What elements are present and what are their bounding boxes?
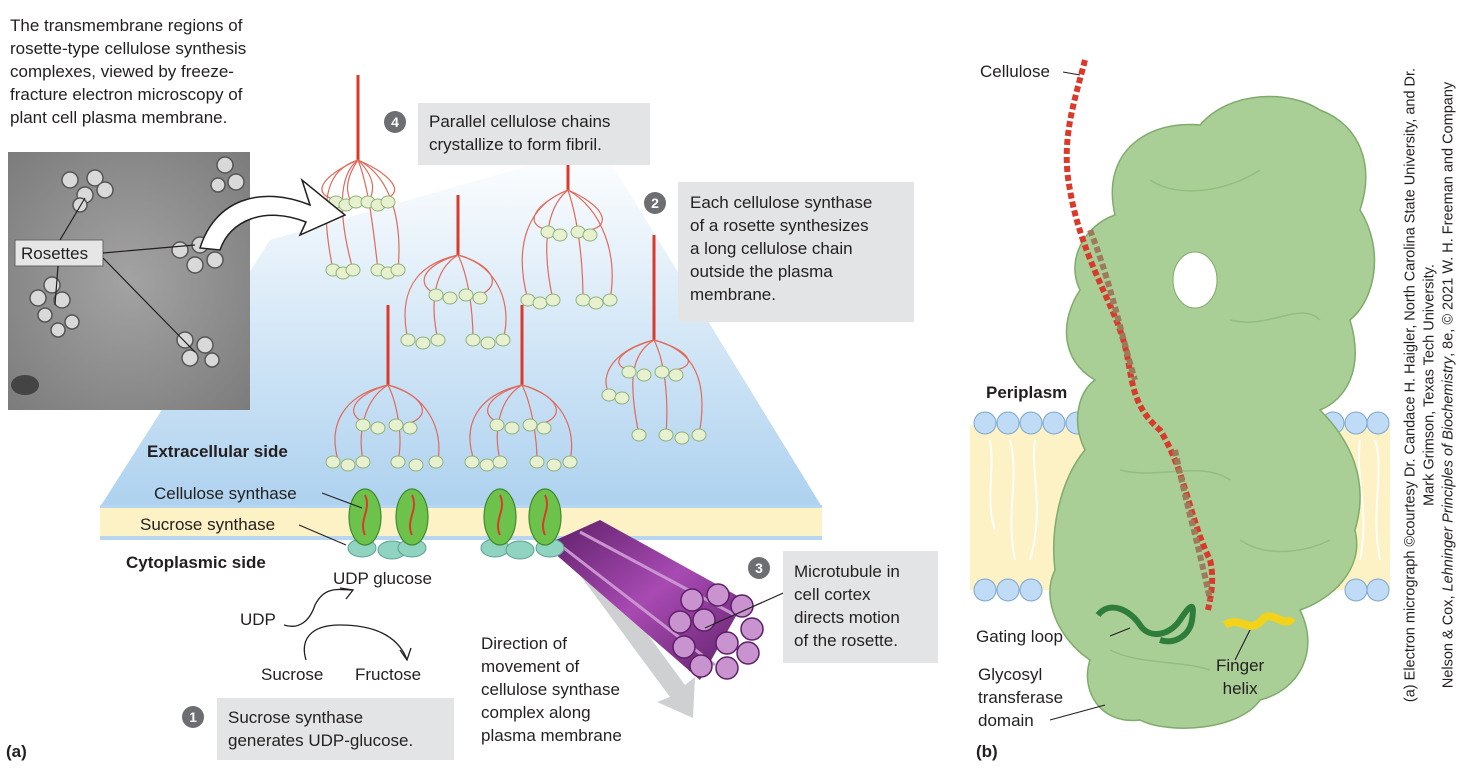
step-1-text: Sucrose synthase generates UDP-glucose. (228, 706, 413, 752)
glycosyl-line: Glycosyl (978, 665, 1043, 684)
rosette (464, 305, 578, 472)
credit-line: Nelson & Cox, Lehninger Principles of Bi… (1440, 5, 1459, 765)
synthase-complexes (347, 488, 565, 560)
sucrose-label: Sucrose (261, 665, 324, 684)
credit-line: Mark Grimson, Texas Tech University. (1421, 264, 1438, 506)
step-3-text: Microtubule in cell cortex directs motio… (794, 560, 900, 652)
step-line: crystallize to form fibril. (429, 135, 602, 154)
step-line: outside the plasma (690, 262, 833, 281)
rosette (325, 305, 444, 472)
glycosyl-line: transferase (978, 688, 1064, 707)
glycosyl-label: Glycosyl transferase domain (978, 663, 1063, 732)
extracellular-label: Extracellular side (147, 442, 288, 461)
step-2-badge: 2 (644, 192, 666, 214)
cellulose-synthase-protein (1049, 95, 1376, 729)
microtubule-bundle (545, 520, 791, 680)
step-line: cell cortex (794, 585, 871, 604)
step-2-callout (678, 182, 914, 322)
step-line: Microtubule in (794, 562, 900, 581)
step-4-callout (418, 103, 650, 165)
direction-caption: Direction of movement of cellulose synth… (481, 632, 622, 747)
electron-micrograph (8, 152, 250, 410)
rosette (520, 165, 618, 310)
step-line: membrane. (690, 285, 776, 304)
rosette (400, 195, 511, 350)
direction-line: cellulose synthase (481, 680, 620, 699)
rosettes-label: Rosettes (21, 244, 89, 263)
credit-line: (a) Electron micrograph ©courtesy Dr. Ca… (1402, 67, 1419, 703)
plasma-membrane-band (100, 507, 822, 536)
step-4-badge: 4 (384, 111, 406, 133)
step-3-badge: 3 (748, 557, 770, 579)
step-line: Sucrose synthase (228, 708, 364, 727)
reaction-arrows (283, 587, 412, 662)
step-line: a long cellulose chain (690, 239, 853, 258)
step-line: of a rosette synthesizes (690, 216, 869, 235)
fructose-label: Fructose (355, 665, 422, 684)
credit-text: (a) Electron micrograph ©courtesy Dr. Ca… (1402, 5, 1459, 765)
direction-line: plasma membrane (481, 726, 622, 745)
caption-line: fracture electron microscopy of (10, 85, 243, 104)
micrograph-caption: The transmembrane regions of rosette-typ… (10, 14, 310, 129)
credit-prefix: Nelson & Cox, (1440, 591, 1457, 689)
panel-b-label: (b) (976, 742, 998, 761)
extracellular-plane (100, 145, 822, 507)
gating-loop-label: Gating loop (976, 627, 1063, 646)
caption-line: rosette-type cellulose synthesis (10, 39, 247, 58)
periplasm-label: Periplasm (986, 383, 1068, 402)
finger-helix-label: Finger helix (1216, 654, 1264, 700)
direction-line: movement of (481, 657, 580, 676)
sucrose-synthase-label: Sucrose synthase (140, 515, 276, 534)
rosette (321, 75, 406, 280)
caption-line: plant cell plasma membrane. (10, 108, 228, 127)
step-line: directs motion (794, 608, 900, 627)
credit-suffix: , 8e, © 2021 W. H. Freeman and Company (1440, 81, 1457, 357)
curved-arrow (199, 177, 347, 251)
step-line: of the rosette. (794, 631, 898, 650)
caption-line: complexes, viewed by freeze- (10, 62, 234, 81)
udp-label: UDP (240, 610, 276, 629)
credit-book-title: Lehninger Principles of Biochemistry (1440, 356, 1457, 592)
cellulose-label: Cellulose (980, 62, 1050, 81)
glycosyl-line: domain (978, 711, 1034, 730)
step-3-callout (783, 551, 938, 663)
finger-helix (1222, 612, 1296, 630)
direction-line: complex along (481, 703, 591, 722)
finger-helix-line: Finger (1216, 656, 1265, 675)
cytoplasmic-label: Cytoplasmic side (126, 553, 266, 572)
step-line: Each cellulose synthase (690, 193, 873, 212)
cellulose-chain (1063, 59, 1216, 611)
step-line: generates UDP-glucose. (228, 731, 414, 750)
caption-line: The transmembrane regions of (10, 16, 243, 35)
gating-loop (1095, 603, 1196, 645)
step-line: Parallel cellulose chains (429, 112, 611, 131)
step-2-text: Each cellulose synthase of a rosette syn… (690, 191, 872, 306)
step-1-badge: 1 (182, 706, 204, 728)
cellulose-synthase-label: Cellulose synthase (154, 484, 297, 503)
finger-helix-line: helix (1222, 679, 1258, 698)
panel-a-label: (a) (6, 742, 27, 761)
rosette (601, 235, 707, 445)
step-1-callout (217, 698, 454, 760)
udp-glucose-label: UDP glucose (333, 569, 432, 588)
step-4-text: Parallel cellulose chains crystallize to… (429, 110, 610, 156)
direction-line: Direction of (481, 634, 567, 653)
